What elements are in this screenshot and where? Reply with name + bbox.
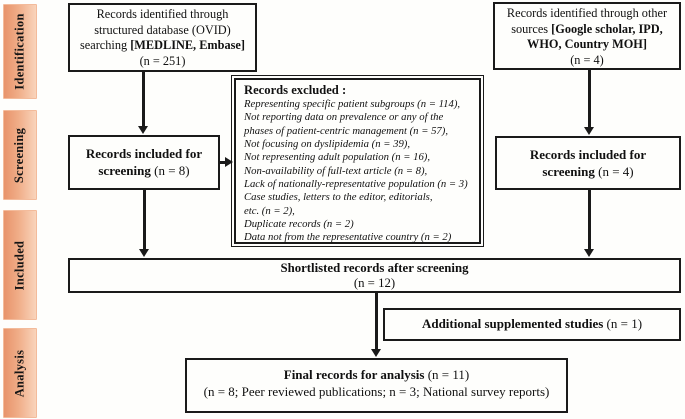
- record-count: (n = 1): [603, 316, 643, 331]
- box-line-text: structured database (OVID): [94, 22, 231, 37]
- box-line: Final records for analysis (n = 11): [187, 367, 566, 384]
- excluded-reason: Not focusing on dyslipidemia (n = 39),: [244, 138, 411, 151]
- excluded-title: Records excluded :: [244, 83, 347, 97]
- excluded-reason: Data not from the representative country…: [244, 231, 452, 244]
- box-line: structured database (OVID): [70, 23, 255, 39]
- box-screening-database: Records included for screening (n = 8): [68, 135, 220, 190]
- excluded-reason: Not representing adult population (n = 1…: [244, 151, 431, 164]
- excluded-reason: Representing specific patient subgroups …: [244, 98, 461, 110]
- record-count: (n = 4): [598, 164, 634, 179]
- box-line-bold: Final records for analysis: [283, 367, 425, 382]
- box-line: screening (n = 4): [497, 163, 679, 180]
- box-line: Records identified through other: [506, 6, 668, 20]
- box-records-identified-database: Records identified through structured da…: [68, 3, 257, 72]
- box-line: searching [MEDLINE, Embase]: [70, 38, 255, 54]
- box-shortlisted: Shortlisted records after screening (n =…: [68, 258, 681, 293]
- arrow-other-to-screening: [584, 69, 595, 135]
- excluded-reason: Case studies, letters to the editor, edi…: [244, 191, 433, 204]
- box-line-bold: screening: [98, 163, 155, 178]
- box-line: sources [Google scholar, IPD,: [495, 22, 679, 38]
- box-additional-studies: Additional supplemented studies (n = 1): [383, 308, 681, 341]
- box-screening-other: Records included for screening (n = 4): [495, 136, 681, 190]
- arrowhead-down-icon: [584, 127, 594, 135]
- stage-included-label: Included: [12, 240, 27, 290]
- box-records-excluded: Records excluded : Representing specific…: [231, 75, 484, 247]
- box-line: (n = 8; Peer reviewed publications; n = …: [203, 383, 550, 399]
- record-count: (n = 12): [353, 276, 396, 290]
- box-line-bold: Shortlisted records after screening: [280, 261, 469, 275]
- stage-analysis: Analysis: [3, 328, 37, 418]
- stage-included: Included: [3, 210, 37, 320]
- stage-identification: Identification: [3, 4, 37, 99]
- arrowhead-down-icon: [138, 126, 148, 134]
- arrow-shaft: [588, 189, 591, 251]
- stage-screening-label: Screening: [12, 127, 27, 183]
- box-final-records: Final records for analysis (n = 11) (n =…: [185, 358, 568, 413]
- box-line: Additional supplemented studies (n = 1): [385, 310, 679, 337]
- arrow-shaft: [142, 71, 145, 128]
- excluded-reason: Not reporting data on prevalence or any …: [244, 111, 444, 124]
- record-count: (n = 8): [154, 163, 190, 178]
- box-line-text: sources: [511, 21, 552, 36]
- box-line-text: searching: [80, 38, 131, 52]
- arrow-screening-db-to-shortlisted: [139, 189, 150, 257]
- arrow-screening-to-excluded: [220, 157, 233, 168]
- box-records-identified-other: Records identified through other sources…: [493, 2, 681, 70]
- arrow-shaft: [375, 292, 378, 351]
- box-line-bold: WHO, Country MOH]: [527, 37, 647, 51]
- record-count: (n = 4): [570, 52, 604, 67]
- arrow-shortlisted-to-final: [371, 292, 382, 357]
- excluded-reason: Lack of nationally-representative popula…: [244, 178, 468, 191]
- stage-analysis-label: Analysis: [12, 349, 27, 397]
- box-line-bold: Records included for: [85, 146, 203, 161]
- excluded-reason: etc. (n = 2),: [244, 204, 295, 217]
- record-count: (n = 251): [139, 53, 186, 68]
- excluded-reason: Duplicate records (n = 2): [244, 218, 354, 231]
- box-line-bold: Additional supplemented studies: [421, 316, 604, 331]
- arrow-database-to-screening: [138, 71, 149, 134]
- record-count: (n = 11): [424, 367, 470, 382]
- arrowhead-down-icon: [139, 249, 149, 257]
- excluded-reason: Non-availability of full-text article (n…: [244, 164, 428, 177]
- arrow-screening-other-to-shortlisted: [584, 189, 595, 257]
- box-line-bold: [Google scholar, IPD,: [551, 21, 663, 36]
- arrow-shaft: [588, 69, 591, 129]
- box-line-bold: screening: [542, 164, 599, 179]
- arrow-shaft: [220, 161, 228, 164]
- stage-screening: Screening: [3, 110, 37, 200]
- box-line-bold: Records included for: [529, 147, 647, 162]
- stage-identification-label: Identification: [12, 13, 27, 90]
- box-line-bold: [MEDLINE, Embase]: [130, 38, 245, 52]
- arrowhead-right-icon: [225, 157, 233, 167]
- arrowhead-down-icon: [584, 249, 594, 257]
- box-line: Records identified through: [96, 7, 229, 21]
- box-line: screening (n = 8): [70, 162, 218, 179]
- arrow-shaft: [143, 189, 146, 251]
- excluded-reason: phases of patient-centric management (n …: [244, 124, 448, 137]
- arrowhead-down-icon: [371, 349, 381, 357]
